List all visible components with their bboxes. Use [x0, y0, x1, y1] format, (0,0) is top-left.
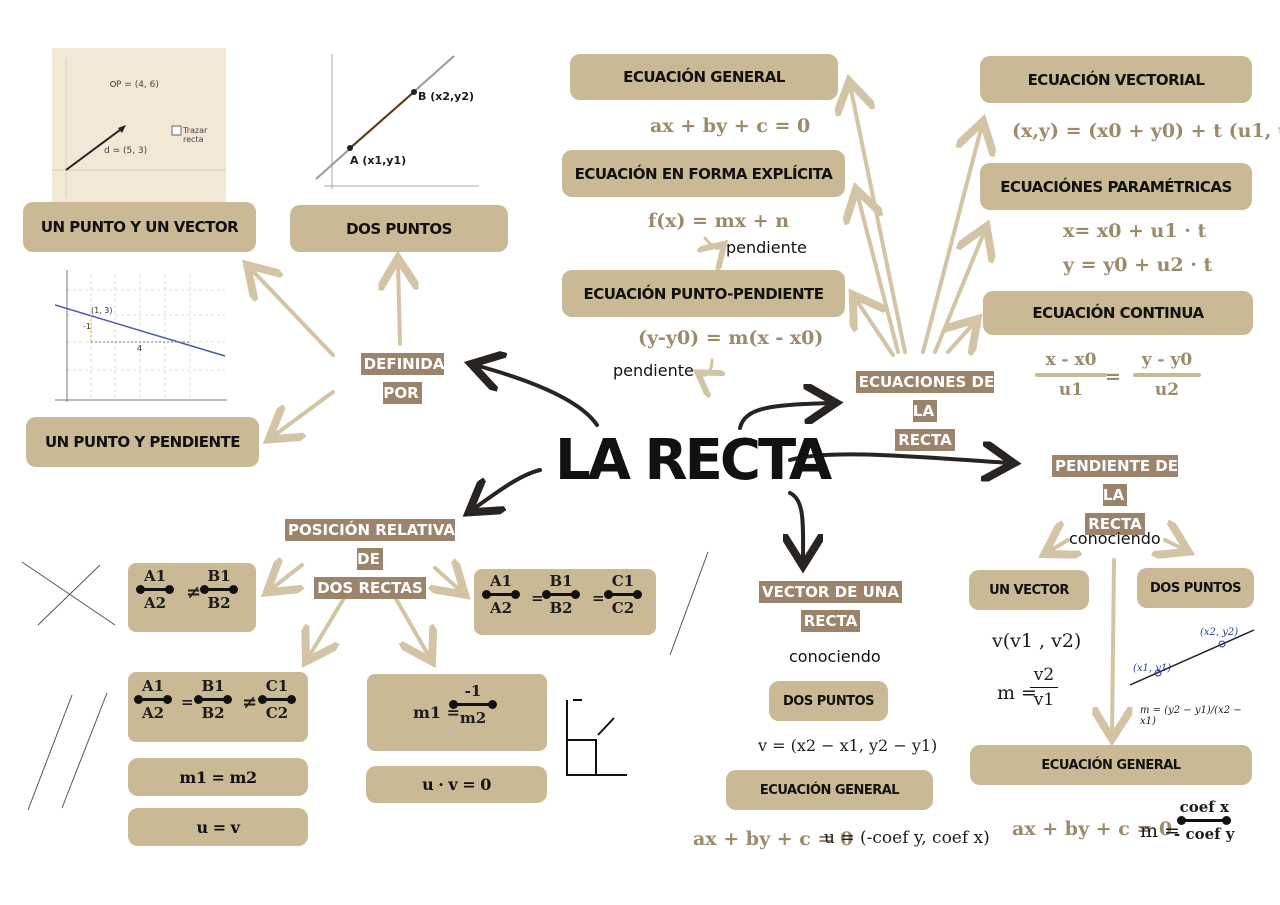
- graph-point-slope: (1, 3) -1 4: [55, 270, 227, 412]
- line-sketches: [21, 551, 709, 811]
- continua-fraction-2: y - y0 u2: [1133, 350, 1201, 400]
- vector-ecuacion-general-box: ECUACIÓN GENERAL: [726, 770, 933, 810]
- pendiente-m-num: v2: [1033, 665, 1055, 685]
- secantes-operator: ≠: [186, 582, 202, 603]
- ecuacion-explicita-formula: f(x) = mx + n: [648, 210, 790, 232]
- ecuacion-punto-pendiente-box: ECUACIÓN PUNTO-PENDIENTE: [562, 270, 845, 317]
- dot-product-box: u · v = 0: [366, 766, 547, 803]
- ecuacion-continua-box: ECUACIÓN CONTINUA: [983, 291, 1253, 335]
- u-equal-box: u = v: [128, 808, 308, 846]
- graph-two-points: A (x1,y1) B (x2,y2): [314, 54, 479, 194]
- graph3-point-label: (1, 3): [91, 306, 113, 315]
- un-punto-y-un-vector-box: UN PUNTO Y UN VECTOR: [23, 202, 256, 252]
- pendiente-m2-bar: [1177, 816, 1232, 825]
- pendiente-un-vector-box: UN VECTOR: [969, 570, 1089, 610]
- continua-equals: =: [1105, 366, 1121, 388]
- graph3-dx-label: 4: [137, 344, 143, 353]
- pendiente-m2-fraction: coef x - coef y: [1174, 798, 1235, 843]
- pendiente-conociendo: conociendo: [1069, 529, 1161, 548]
- m-equal-box: m1 = m2: [128, 758, 308, 796]
- vector-two-points-formula: v = (x2 − x1, y2 − y1): [758, 736, 938, 755]
- continua-den-1: u1: [1058, 380, 1084, 400]
- ecuaciones-parametricas-box: ECUACIÓNES PARAMÉTRICAS: [980, 163, 1252, 210]
- graph2-point-a: A (x1,y1): [350, 154, 407, 167]
- graph3-dy-label: -1: [83, 322, 91, 331]
- dos-puntos-box: DOS PUNTOS: [290, 205, 508, 252]
- perp-num: -1: [464, 682, 482, 700]
- graph-point-vector: P = (4, 6) d = (5, 3) Trazar recta: [52, 48, 226, 202]
- vector-dos-puntos-box: DOS PUNTOS: [769, 681, 888, 721]
- continua-fraction-1: x - x0 u1: [1035, 350, 1107, 400]
- continua-num-1: x - x0: [1045, 350, 1097, 370]
- ecuacion-general-box: ECUACIÓN GENERAL: [570, 54, 838, 100]
- continua-num-2: y - y0: [1141, 350, 1193, 370]
- pendiente-vector-formula: v(v1 , v2): [992, 630, 1082, 652]
- graph1-point-label: P = (4, 6): [116, 80, 159, 90]
- main-title: LA RECTA: [555, 428, 832, 493]
- pendiente-slope-formula: m = (y2 − y1)/(x2 − x1): [1140, 705, 1242, 727]
- un-punto-y-pendiente-box: UN PUNTO Y PENDIENTE: [26, 417, 259, 467]
- vector-u-formula: u = (-coef y, coef x): [824, 828, 990, 848]
- graph2-point-b: B (x2,y2): [418, 90, 475, 103]
- perpendicular-condition: m1 = -1 m2: [367, 674, 547, 751]
- explicita-pendiente-note: pendiente: [726, 238, 807, 257]
- paralelas-op-2: ≠: [242, 692, 258, 713]
- parametrica-x-formula: x= x0 + u1 · t: [1063, 220, 1207, 242]
- ecuacion-punto-pendiente-formula: (y-y0) = m(x - x0): [638, 327, 824, 349]
- pendiente-pt1-label: (x1, y1): [1133, 663, 1172, 674]
- parametrica-y-formula: y = y0 + u2 · t: [1063, 254, 1213, 276]
- perp-den: m2: [459, 709, 487, 727]
- definida-por-tag: DEFINIDA POR: [340, 350, 465, 408]
- vector-general-formula: ax + by + c = 0: [693, 828, 854, 850]
- continua-bar-1: [1035, 373, 1107, 377]
- pendiente-dos-puntos-box: DOS PUNTOS: [1137, 568, 1254, 608]
- pendiente-m2-den: - coef y: [1174, 825, 1235, 843]
- ecuacion-vectorial-formula: (x,y) = (x0 + y0) + t (u1, u2): [1012, 120, 1280, 142]
- continua-den-2: u2: [1154, 380, 1180, 400]
- pendiente-ecuacion-general-box: ECUACIÓN GENERAL: [970, 745, 1252, 785]
- ecuacion-general-formula: ax + by + c = 0: [650, 115, 811, 137]
- perpendicular-sketch: [566, 699, 627, 776]
- pendiente-general-formula: ax + by + c = 0: [1012, 818, 1173, 840]
- pendiente-m-label: m =: [997, 682, 1037, 704]
- trazar-recta-checkbox-label[interactable]: Trazar recta: [183, 126, 208, 144]
- graph1-vector-label: d = (5, 3): [104, 146, 148, 156]
- pendiente-two-points-graph: (x1, y1) (x2, y2) m = (y2 − y1)/(x2 − x1…: [1130, 625, 1255, 727]
- ecuacion-explicita-box: ECUACIÓN EN FORMA EXPLÍCITA: [562, 150, 845, 197]
- pendiente-pt2-label: (x2, y2): [1200, 627, 1239, 638]
- pendiente-m-den: v1: [1033, 690, 1055, 710]
- coincidentes-op-2: =: [592, 589, 605, 607]
- pendiente-m2-num: coef x: [1179, 798, 1229, 816]
- pendiente-m-bar: [1030, 687, 1058, 688]
- pendiente-m-fraction: v2 v1: [1030, 665, 1058, 710]
- punto-pendiente-note: pendiente: [613, 361, 694, 380]
- perp-label: m1 =: [413, 703, 461, 722]
- coincidentes-op-1: =: [531, 589, 544, 607]
- paralelas-op-1: =: [181, 693, 194, 711]
- continua-bar-2: [1133, 373, 1201, 377]
- ecuacion-vectorial-box: ECUACIÓN VECTORIAL: [980, 56, 1252, 103]
- vector-conociendo: conociendo: [789, 647, 881, 666]
- pendiente-m2-label: m =: [1140, 820, 1180, 842]
